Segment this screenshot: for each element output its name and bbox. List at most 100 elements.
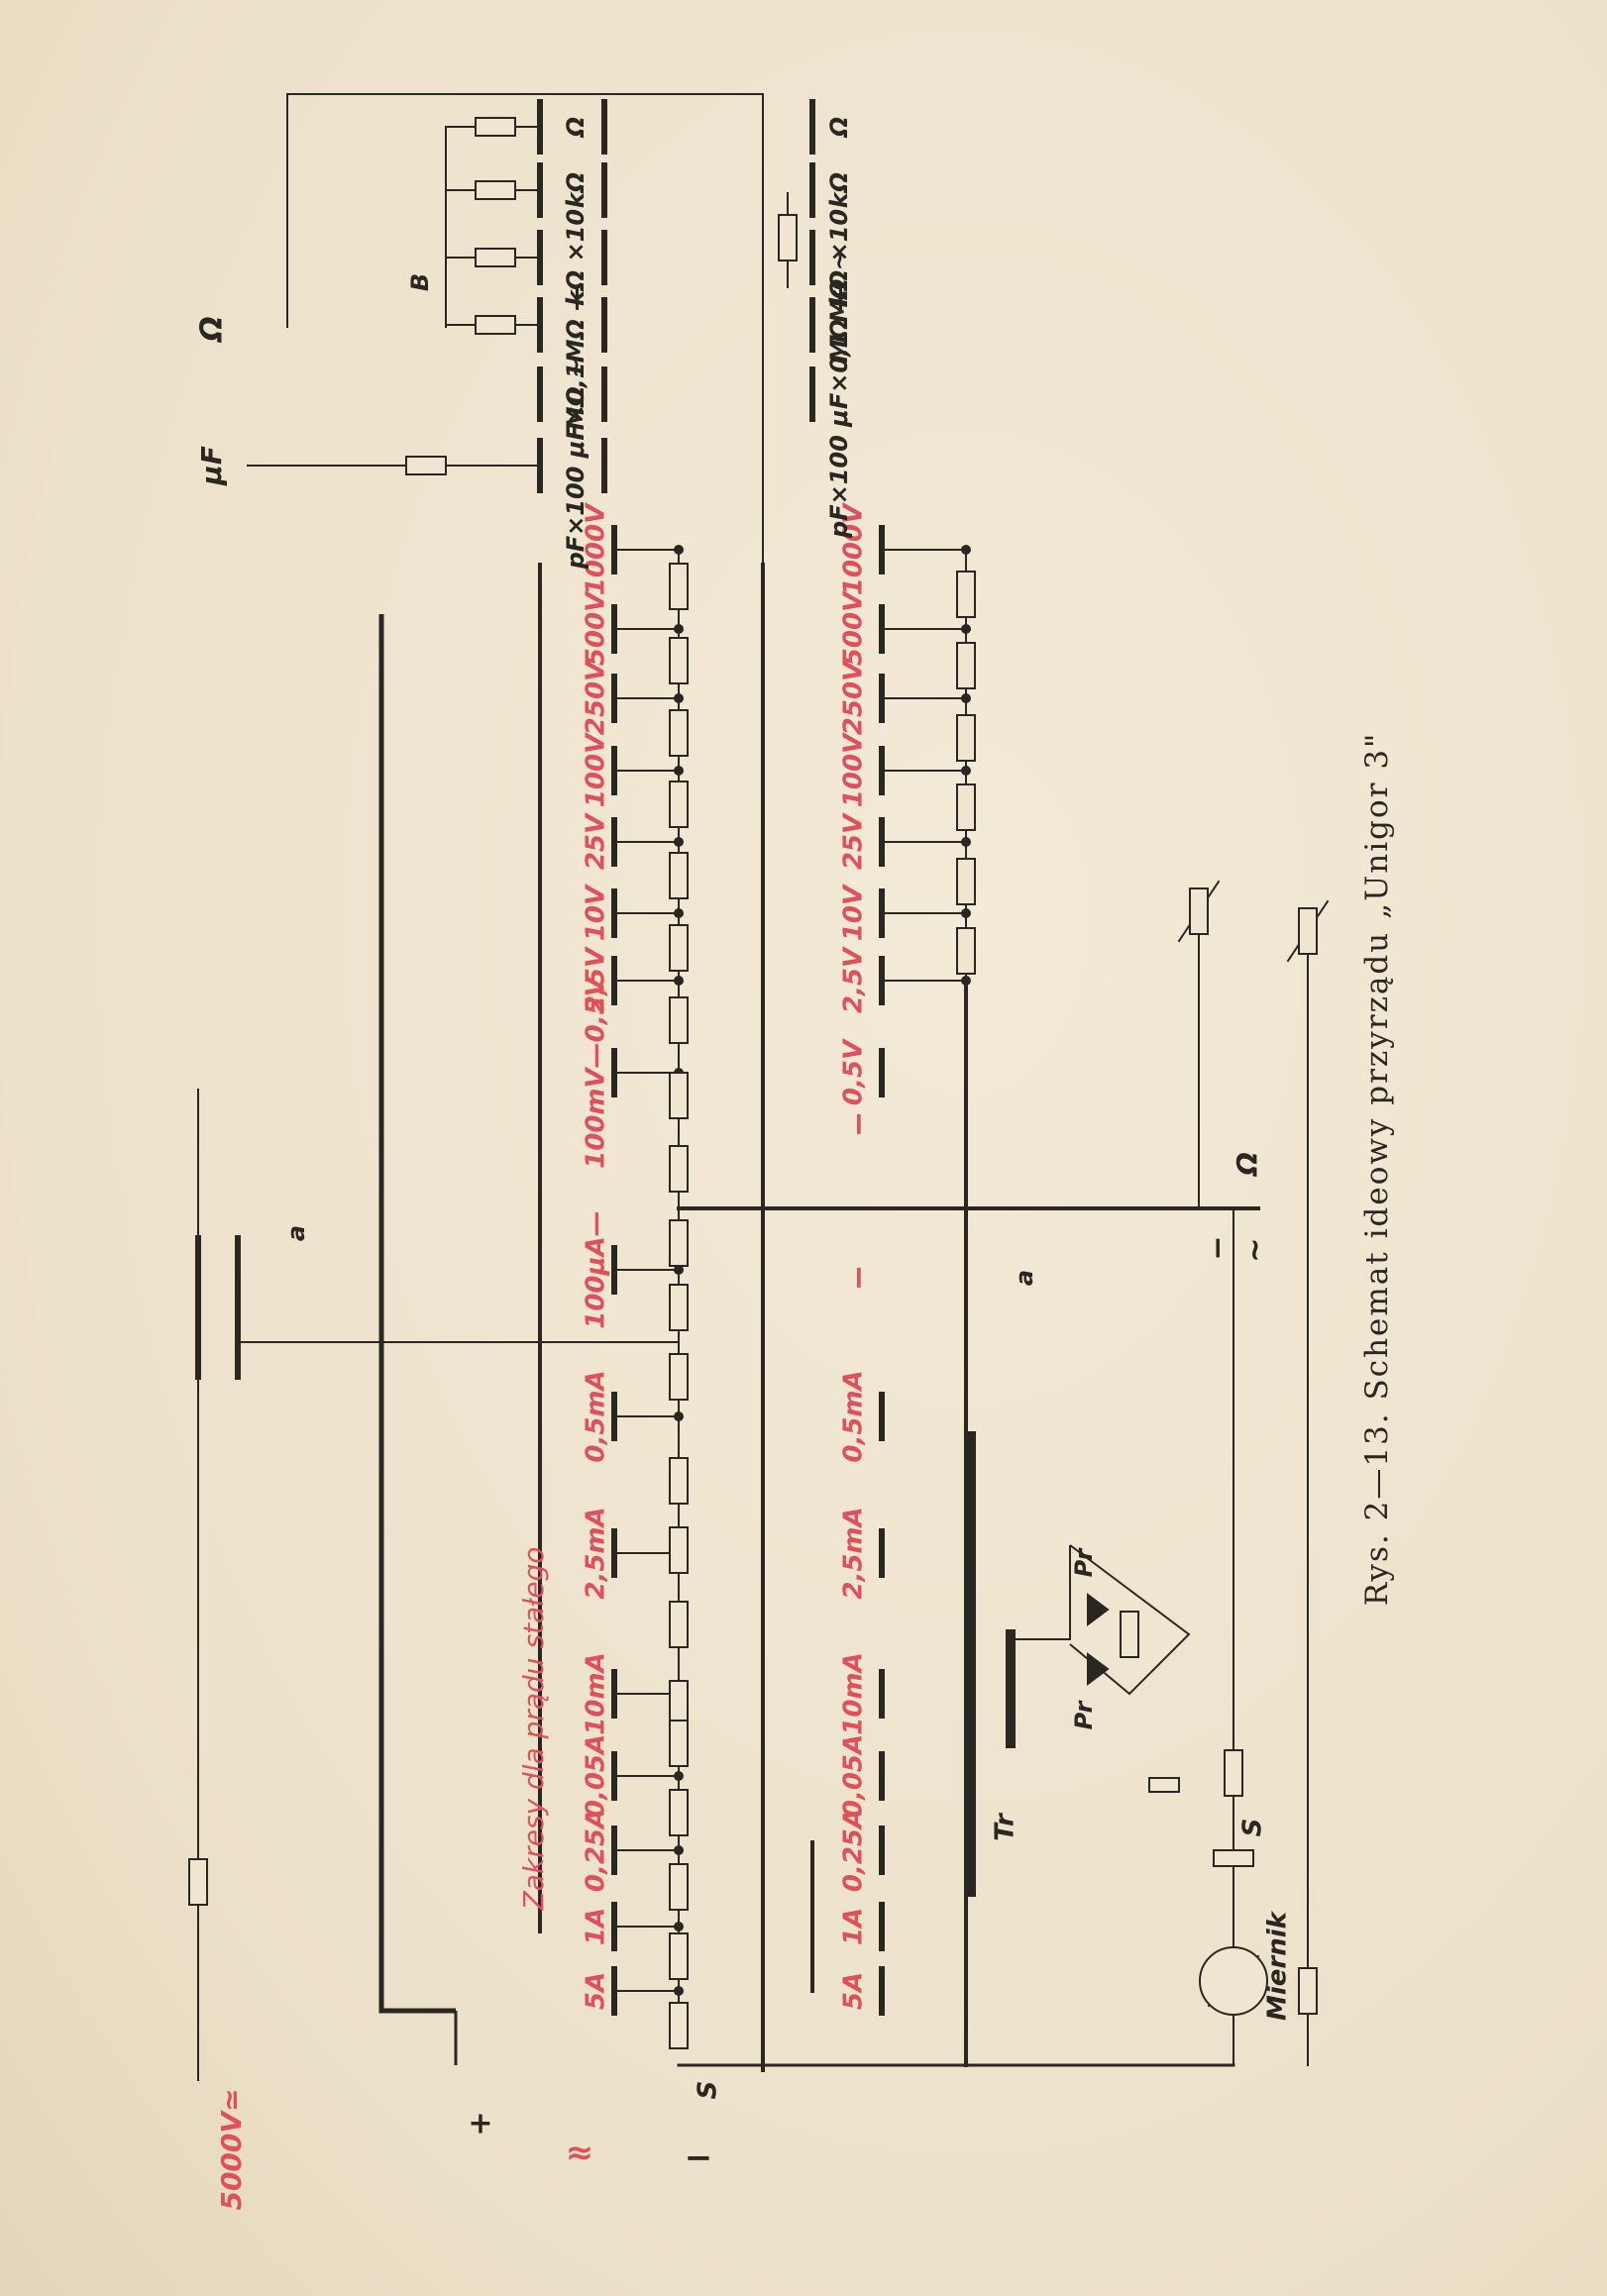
chain-resistor: [956, 571, 976, 618]
top-range-label: 250V: [582, 660, 611, 735]
chain-resistor: [669, 1720, 689, 1767]
top-range-label: 100mV—0,5V: [582, 975, 611, 1169]
bottom-range-label: 2,5mA: [839, 1507, 869, 1599]
top-range-label: 2,5V: [582, 946, 611, 1013]
chain-resistor: [669, 1601, 689, 1648]
ohm-bottom-label: kΩ ×10: [825, 209, 853, 306]
uf-resistor: [405, 456, 447, 475]
top-range-label: 10V: [582, 884, 611, 941]
chain-node: [674, 1986, 684, 1996]
ohm-resistor: [778, 214, 798, 261]
top-range-label: 0,05A: [582, 1734, 611, 1818]
chain-resistor: [956, 927, 976, 975]
ohm-resistor: [475, 180, 516, 200]
arrow-a-label-2: a: [1011, 1270, 1038, 1286]
meter-label: Miernik: [1263, 1910, 1293, 2021]
bottom-range-label: 0,25A: [839, 1809, 869, 1892]
top-range-label: 5A: [582, 1972, 611, 2010]
left-bus: [378, 614, 456, 2014]
terminal-ac-label: ≈: [566, 2134, 594, 2173]
top-range-label: 0,5mA: [582, 1370, 611, 1462]
switch-s2-label: S: [1238, 1819, 1268, 1837]
top-range-label: 100V: [582, 732, 611, 807]
chain-resistor: [669, 1145, 689, 1193]
bottom-range-label: 10mA: [839, 1652, 869, 1734]
chain-node: [674, 545, 684, 555]
top-range-label: 0,25A: [582, 1809, 611, 1892]
dash-minus-label-2: −: [839, 1265, 877, 1292]
terminal-5000v-label: 5000V≃: [215, 2088, 248, 2210]
top-range-label: 500V: [582, 590, 611, 666]
variable-resistor-1: [1189, 887, 1209, 935]
chain-node: [674, 1845, 684, 1855]
bottom-range-label: 250V: [839, 660, 869, 735]
chain-node: [674, 693, 684, 703]
dash-minus-label-1: −: [839, 1111, 877, 1138]
top-range-label: 25V: [582, 812, 611, 870]
ohm-range-label: kΩ ×10: [562, 209, 589, 306]
chain-resistor: [669, 1072, 689, 1119]
arrow-a-label-1: a: [282, 1225, 310, 1241]
chain-resistor: [669, 709, 689, 757]
bottom-range-label: 100V: [839, 732, 869, 807]
chain-resistor: [669, 924, 689, 972]
chain-resistor: [669, 1526, 689, 1574]
meter-capacitor: [1148, 1777, 1180, 1793]
terminal-uf-label: μF: [195, 446, 228, 486]
transformer-label: Tr: [991, 1812, 1020, 1841]
bottom-range-label: 0,05A: [839, 1734, 869, 1818]
chain-node: [674, 1771, 684, 1781]
figure-caption: Rys. 2—13. Schemat ideowy przyrządu „Uni…: [1359, 731, 1395, 1607]
top-range-label: 1000V: [582, 502, 611, 595]
chain-resistor: [669, 781, 689, 828]
top-range-label: 100μA—: [582, 1210, 611, 1329]
ohm-range-label: pF×100 μF×0,1: [562, 363, 589, 571]
chain-node: [961, 976, 971, 986]
chain-node: [674, 1411, 684, 1421]
meter-shunt-switch: [1213, 1849, 1254, 1867]
chain-node: [961, 545, 971, 555]
chain-resistor: [669, 2002, 689, 2049]
chain-resistor: [956, 858, 976, 905]
mode-ac-label: ~: [1238, 1237, 1273, 1262]
chain-node: [674, 624, 684, 634]
chain-resistor: [669, 996, 689, 1044]
chain-resistor: [669, 1457, 689, 1505]
battery-label: B: [406, 273, 434, 291]
bottom-range-label: 1A: [839, 1908, 869, 1945]
variable-resistor-2: [1298, 907, 1318, 955]
chain-resistor: [669, 1284, 689, 1331]
bottom-range-label: 500V: [839, 590, 869, 666]
chain-resistor: [669, 1353, 689, 1401]
ohm-bottom-label: kΩ: [825, 172, 853, 208]
chain-resistor: [669, 1789, 689, 1836]
ohm-resistor: [475, 248, 516, 267]
diode-2: [1087, 1652, 1110, 1686]
ohm-bottom-label: MΩ —: [825, 287, 853, 364]
bottom-range-label: 0,5V: [839, 1038, 869, 1105]
components: [188, 117, 1318, 2049]
bottom-range-label: 2,5V: [839, 946, 869, 1013]
mode-ohm-label: Ω: [1231, 1152, 1263, 1178]
ohm-bottom-label: pF×100 μF×0,1 MΩ ~: [825, 251, 853, 539]
chain-node: [674, 908, 684, 918]
bottom-range-label: 5A: [839, 1972, 869, 2010]
chain-resistor: [669, 1932, 689, 1980]
mode-minus-label: −: [1201, 1235, 1235, 1260]
chain-resistor: [669, 852, 689, 899]
ohm-range-label: MΩ —: [562, 287, 589, 364]
chain-node: [674, 1922, 684, 1931]
chain-node: [674, 976, 684, 986]
chain-node: [674, 766, 684, 776]
bottom-range-label: 10V: [839, 884, 869, 941]
wiring: [195, 93, 1330, 2081]
bottom-range-label: 0,5mA: [839, 1370, 869, 1462]
meter-gauge: [1199, 1946, 1268, 2016]
chain-node: [674, 837, 684, 847]
ohm-range-label: Ω: [562, 117, 589, 139]
bridge-resistor: [1120, 1611, 1139, 1658]
terminal-plus-label: +: [468, 2107, 492, 2141]
top-range-label: 10mA: [582, 1652, 611, 1734]
ohm-range-label: MΩ ~: [562, 359, 589, 431]
